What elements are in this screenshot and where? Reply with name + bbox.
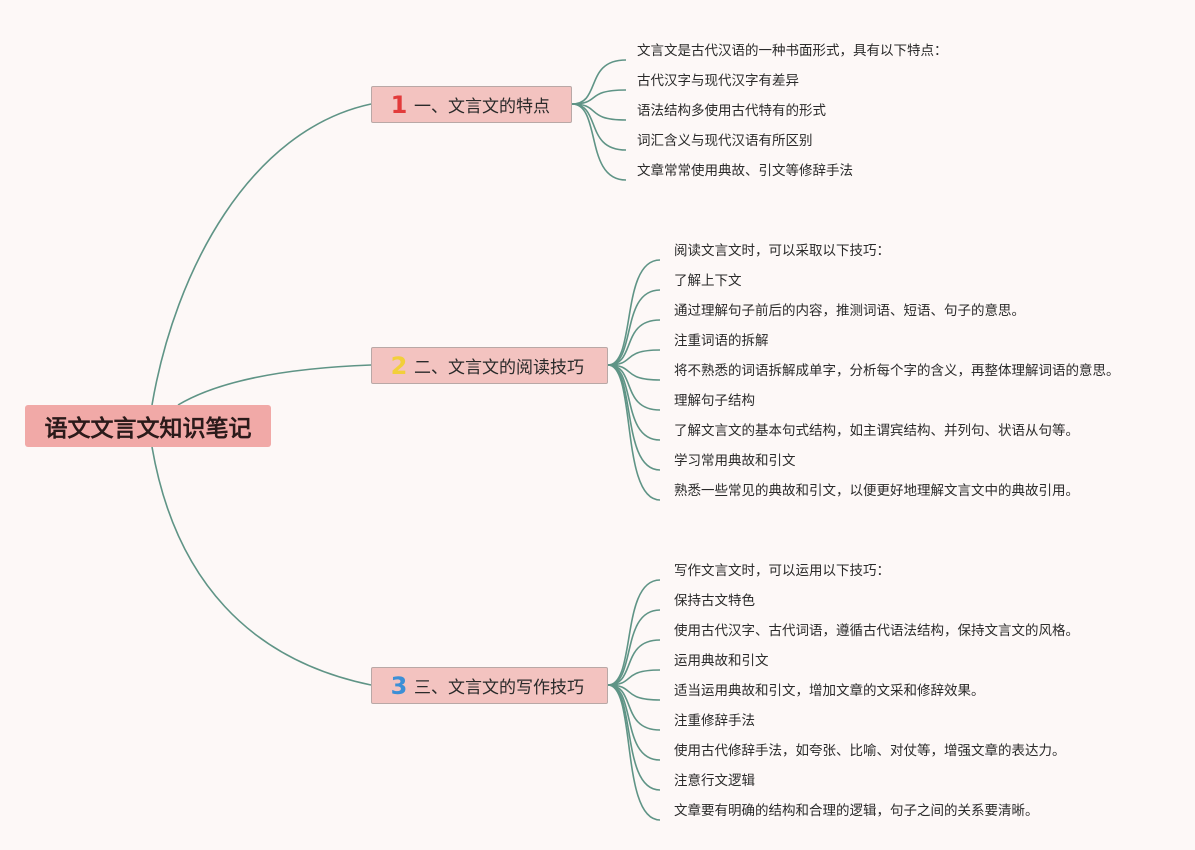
connector-branch-1-leaf-3 [571,103,627,121]
leaf-item[interactable]: 运用典故和引文 [674,653,769,669]
branch-node-reading-skills[interactable]: 2 二、文言文的阅读技巧 [371,347,608,384]
leaf-item[interactable]: 将不熟悉的词语拆解成单字，分析每个字的含义，再整体理解词语的意思。 [674,363,1120,379]
connector-branch-3-leaf-6 [607,684,661,731]
connector-branch-2-leaf-5 [607,364,661,381]
leaf-item[interactable]: 使用古代修辞手法，如夸张、比喻、对仗等，增强文章的表达力。 [674,743,1066,759]
leaf-item[interactable]: 理解句子结构 [674,393,755,409]
root-node[interactable]: 语文文言文知识笔记 [25,405,271,447]
branch-node-characteristics[interactable]: 1 一、文言文的特点 [371,86,572,123]
leaf-item[interactable]: 写作文言文时，可以运用以下技巧： [674,563,890,579]
branch-number-badge: 1 [390,90,408,119]
branch-title: 二、文言文的阅读技巧 [414,358,584,378]
leaf-item[interactable]: 注意行文逻辑 [674,773,755,789]
connector-root-to-branch-2 [177,364,372,406]
connector-branch-3-leaf-9 [607,684,661,821]
leaf-item[interactable]: 适当运用典故和引文，增加文章的文采和修辞效果。 [674,683,985,699]
branch-number-badge: 2 [390,351,408,380]
connector-branch-3-leaf-4 [607,669,661,686]
leaf-item[interactable]: 学习常用典故和引文 [674,453,796,469]
leaf-item[interactable]: 文章常常使用典故、引文等修辞手法 [637,163,853,179]
leaf-item[interactable]: 通过理解句子前后的内容，推测词语、短语、句子的意思。 [674,303,1025,319]
leaf-item[interactable]: 文章要有明确的结构和合理的逻辑，句子之间的关系要清晰。 [674,803,1039,819]
leaf-item[interactable]: 语法结构多使用古代特有的形式 [637,103,826,119]
connector-branch-1-leaf-4 [571,103,627,151]
connector-branch-3-leaf-5 [607,684,661,701]
connector-branch-2-leaf-9 [607,364,661,501]
branch-number-badge: 3 [390,671,408,700]
branch-title: 一、文言文的特点 [414,97,550,117]
leaf-item[interactable]: 注重修辞手法 [674,713,755,729]
connector-branch-3-leaf-2 [607,609,661,686]
connector-root-to-branch-3 [151,446,372,686]
root-title: 语文文言文知识笔记 [44,416,252,442]
branch-title: 三、文言文的写作技巧 [414,678,584,698]
leaf-item[interactable]: 使用古代汉字、古代词语，遵循古代语法结构，保持文言文的风格。 [674,623,1079,639]
connector-branch-1-leaf-2 [571,89,627,105]
connector-branch-2-leaf-2 [607,289,661,366]
leaf-item[interactable]: 保持古文特色 [674,593,755,609]
connector-root-to-branch-1 [151,103,372,406]
connector-branch-1-leaf-5 [571,103,627,181]
connector-branch-2-leaf-1 [607,259,661,366]
leaf-item[interactable]: 注重词语的拆解 [674,333,769,349]
leaf-item[interactable]: 了解上下文 [674,273,742,289]
branch-node-writing-skills[interactable]: 3 三、文言文的写作技巧 [371,667,608,704]
connector-branch-1-leaf-1 [571,59,627,105]
leaf-item[interactable]: 词汇含义与现代汉语有所区别 [637,133,813,149]
connector-branch-2-leaf-4 [607,349,661,366]
leaf-item[interactable]: 阅读文言文时，可以采取以下技巧： [674,243,890,259]
connector-branch-2-leaf-3 [607,319,661,366]
connector-branch-2-leaf-6 [607,364,661,411]
leaf-item[interactable]: 文言文是古代汉语的一种书面形式，具有以下特点： [637,43,948,59]
leaf-item[interactable]: 熟悉一些常见的典故和引文，以便更好地理解文言文中的典故引用。 [674,483,1079,499]
connector-branch-3-leaf-3 [607,639,661,686]
connector-branch-3-leaf-1 [607,579,661,686]
leaf-item[interactable]: 古代汉字与现代汉字有差异 [637,73,799,89]
leaf-item[interactable]: 了解文言文的基本句式结构，如主谓宾结构、并列句、状语从句等。 [674,423,1079,439]
